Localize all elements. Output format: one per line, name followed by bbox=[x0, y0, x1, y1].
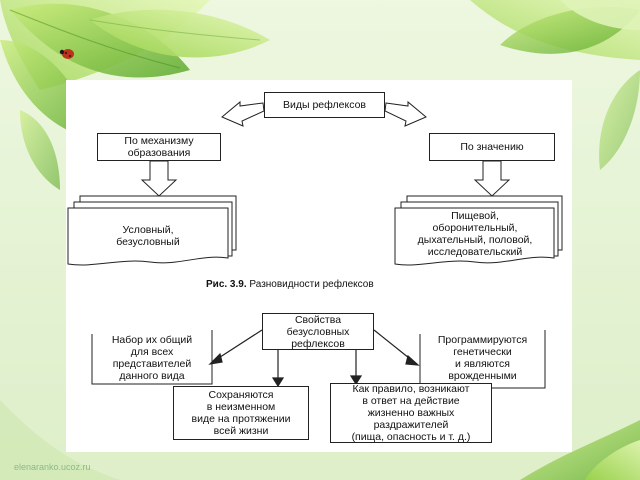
figure-caption-number: Рис. 3.9. bbox=[206, 279, 247, 290]
arrow-right-head-down bbox=[473, 160, 511, 197]
root-node: Виды рефлексов bbox=[264, 92, 385, 118]
leaf-cluster-top-left bbox=[0, 0, 270, 190]
figure-caption: Рис. 3.9. Разновидности рефлексов bbox=[206, 279, 374, 290]
arrow-root-to-left bbox=[221, 100, 265, 127]
source-watermark: elenaranko.ucoz.ru bbox=[14, 462, 91, 472]
property-genetic: Программируются генетически и являются в… bbox=[437, 334, 528, 382]
leaf-conditional-unconditional: Условный, безусловный bbox=[116, 224, 180, 248]
ladybug-icon bbox=[59, 49, 74, 59]
property-vital-stimuli: Как правило, возникают в ответ на действ… bbox=[330, 383, 492, 443]
leaf-cluster-bottom-right bbox=[520, 420, 640, 480]
property-unchanged: Сохраняются в неизменном виде на протяже… bbox=[173, 386, 309, 440]
figure-caption-text: Разновидности рефлексов bbox=[249, 279, 374, 290]
leaf-left-sheet bbox=[67, 207, 229, 266]
leaf-reflex-types: Пищевой, оборонительный, дыхательный, по… bbox=[417, 210, 533, 258]
classification-by-meaning: По значению bbox=[429, 133, 555, 161]
leaf-cluster-top-right bbox=[470, 0, 640, 170]
leaf-right-sheet bbox=[394, 207, 555, 266]
property-common-set: Набор их общий для всех представителей д… bbox=[111, 334, 193, 382]
properties-center-node: Свойства безусловных рефлексов bbox=[262, 313, 374, 350]
bracket-left bbox=[91, 330, 213, 385]
classification-by-mechanism: По механизму образования bbox=[97, 133, 221, 161]
arrow-left-head-down bbox=[140, 160, 178, 197]
center-arrows bbox=[208, 329, 420, 388]
arrow-root-to-right bbox=[384, 100, 427, 127]
